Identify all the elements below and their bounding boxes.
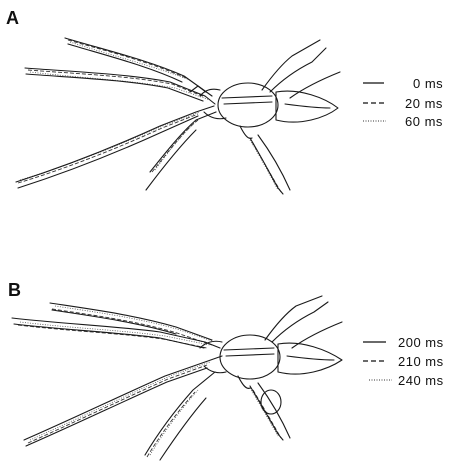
panel-a-legend: 0 ms 20 ms 60 ms — [363, 76, 443, 129]
panel-b-legend-label-2: 240 ms — [398, 373, 444, 388]
panel-b-legend-label-1: 210 ms — [398, 354, 444, 369]
panel-a-letter: A — [6, 8, 19, 28]
panel-b-spider-200ms — [12, 296, 342, 460]
panel-b-legend: 200 ms 210 ms 240 ms — [363, 335, 444, 388]
panel-b-letter: B — [8, 280, 21, 300]
panel-a-legend-label-1: 20 ms — [405, 96, 443, 111]
panel-a-legend-label-0: 0 ms — [413, 76, 443, 91]
panel-b: B — [8, 280, 444, 460]
panel-a: A — [6, 8, 443, 194]
panel-b-legend-label-0: 200 ms — [398, 335, 444, 350]
panel-a-legend-label-2: 60 ms — [405, 114, 443, 129]
panel-a-spider-0ms — [16, 38, 340, 194]
